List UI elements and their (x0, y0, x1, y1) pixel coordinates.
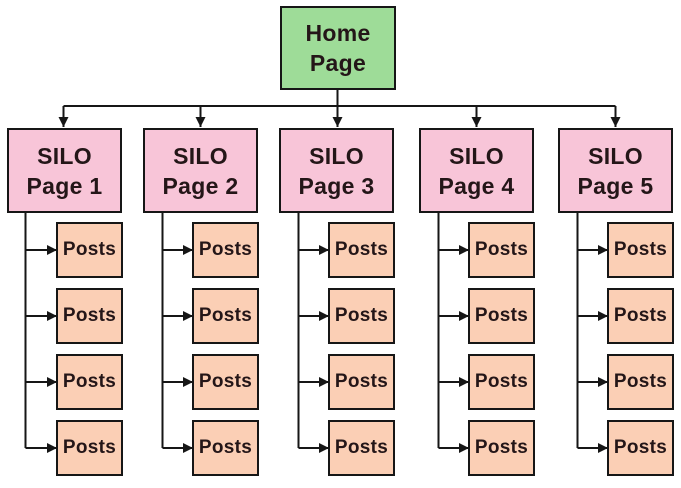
post-node: Posts (607, 420, 674, 476)
post-label: Posts (613, 371, 668, 392)
post-node: Posts (607, 288, 674, 344)
post-label: Posts (62, 437, 117, 458)
silo2-to-posts-connectors (161, 213, 193, 453)
silo1-to-posts-connectors (24, 213, 57, 453)
post-node: Posts (328, 288, 395, 344)
post-label: Posts (334, 437, 389, 458)
post-label: Posts (62, 371, 117, 392)
post-node: Posts (468, 354, 535, 410)
home-page-label-line1: Home (305, 20, 371, 46)
post-label: Posts (613, 437, 668, 458)
silo-label-line2: Page 5 (577, 172, 654, 199)
silo-label-line1: SILO (309, 142, 364, 169)
post-node: Posts (56, 420, 123, 476)
home-to-silo-connectors (58, 90, 621, 127)
post-label: Posts (334, 371, 389, 392)
silo-label-line1: SILO (449, 142, 504, 169)
post-node: Posts (56, 222, 123, 278)
post-label: Posts (474, 239, 529, 260)
silo5-to-posts-connectors (576, 213, 608, 453)
post-label: Posts (474, 437, 529, 458)
silo-label-line1: SILO (37, 142, 92, 169)
home-page-node: Home Page (280, 6, 396, 90)
post-label: Posts (613, 239, 668, 260)
silo-label-line1: SILO (588, 142, 643, 169)
post-node: Posts (56, 288, 123, 344)
post-node: Posts (56, 354, 123, 410)
post-label: Posts (62, 305, 117, 326)
silo-page-4-node: SILO Page 4 (419, 128, 534, 213)
post-label: Posts (474, 371, 529, 392)
silo-label-line2: Page 3 (298, 172, 375, 199)
post-node: Posts (328, 354, 395, 410)
silo-page-2-node: SILO Page 2 (143, 128, 258, 213)
post-label: Posts (334, 239, 389, 260)
post-node: Posts (607, 354, 674, 410)
post-node: Posts (607, 222, 674, 278)
post-label: Posts (613, 305, 668, 326)
silo-page-3-node: SILO Page 3 (279, 128, 394, 213)
home-page-label-line2: Page (309, 50, 367, 76)
post-node: Posts (468, 222, 535, 278)
post-label: Posts (198, 437, 253, 458)
post-label: Posts (198, 239, 253, 260)
post-node: Posts (468, 420, 535, 476)
silo4-to-posts-connectors (437, 213, 469, 453)
post-node: Posts (328, 420, 395, 476)
post-label: Posts (198, 305, 253, 326)
post-label: Posts (474, 305, 529, 326)
silo-page-1-node: SILO Page 1 (7, 128, 122, 213)
post-label: Posts (334, 305, 389, 326)
post-label: Posts (198, 371, 253, 392)
silo3-to-posts-connectors (297, 213, 329, 453)
silo-label-line2: Page 1 (26, 172, 103, 199)
silo-label-line2: Page 2 (162, 172, 239, 199)
silo-label-line1: SILO (173, 142, 228, 169)
post-node: Posts (192, 420, 259, 476)
silo-label-line2: Page 4 (438, 172, 515, 199)
post-node: Posts (328, 222, 395, 278)
post-label: Posts (62, 239, 117, 260)
post-node: Posts (192, 354, 259, 410)
silo-page-5-node: SILO Page 5 (558, 128, 673, 213)
post-node: Posts (192, 222, 259, 278)
post-node: Posts (468, 288, 535, 344)
post-node: Posts (192, 288, 259, 344)
